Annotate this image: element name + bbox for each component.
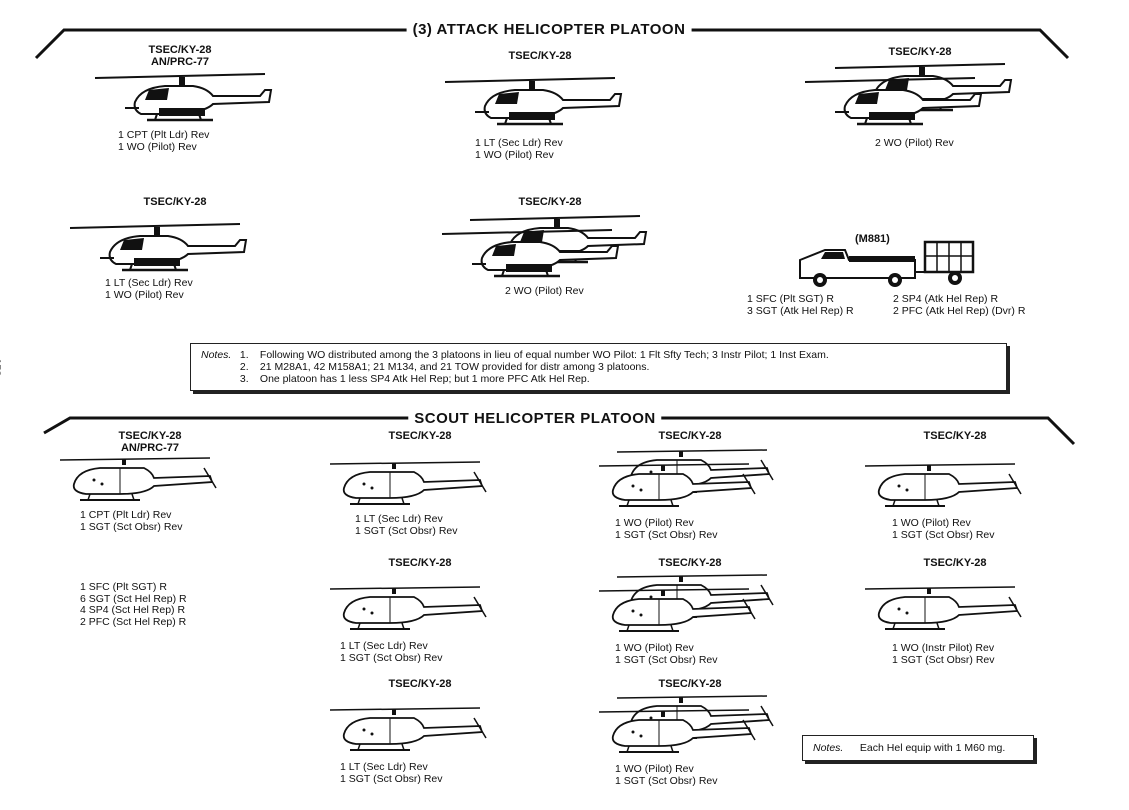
scout-helicopter-pair-icon bbox=[598, 449, 774, 507]
scout-unit-col3-2: TSEC/KY-28 1 WO (Pilot) Rev 1 SGT (Sct O… bbox=[595, 557, 805, 666]
attack-unit-4: TSEC/KY-28 1 LT (Sec Ldr) Rev 1 WO (Pilo… bbox=[60, 196, 290, 301]
attack-helicopter-icon bbox=[68, 222, 248, 272]
radio-line: TSEC/KY-28 bbox=[148, 44, 212, 56]
note-text: 21 M28A1, 42 M158A1; 21 M134, and 21 TOW… bbox=[259, 361, 650, 373]
scout-helicopter-pair-icon bbox=[598, 574, 774, 632]
radio-line: TSEC/KY-28 bbox=[658, 678, 722, 690]
attack-unit-5: TSEC/KY-28 2 WO (Pilot) Rev bbox=[430, 196, 680, 298]
crew-line: 1 SGT (Sct Obsr) Rev bbox=[615, 528, 718, 541]
crew-line: 1 WO (Pilot) Rev bbox=[615, 763, 694, 775]
radio-line: TSEC/KY-28 bbox=[923, 430, 987, 442]
radio-line: TSEC/KY-28 bbox=[118, 430, 182, 442]
truck-crew-left: 1 SFC (Plt SGT) R 3 SGT (Atk Hel Rep) R bbox=[747, 293, 854, 317]
notes-heading: Notes. bbox=[813, 742, 844, 754]
radio-line: TSEC/KY-28 bbox=[388, 557, 452, 569]
scout-unit-col4-1: TSEC/KY-28 1 WO (Pilot) Rev 1 SGT (Sct O… bbox=[860, 430, 1060, 541]
crew-line: 1 WO (Pilot) Rev bbox=[118, 140, 197, 153]
crew-line: 1 LT (Sec Ldr) Rev bbox=[340, 761, 428, 773]
note-text: One platoon has 1 less SP4 Atk Hel Rep; … bbox=[259, 373, 590, 385]
radio-line: AN/PRC-77 bbox=[120, 442, 180, 454]
crew-line: 1 SGT (Sct Obsr) Rev bbox=[892, 528, 995, 541]
radio-line: TSEC/KY-28 bbox=[508, 50, 572, 62]
scout-helicopter-icon bbox=[59, 457, 217, 501]
truck-with-trailer-icon bbox=[799, 240, 975, 287]
scout-helicopter-icon bbox=[329, 461, 487, 505]
truck-label: (M881) bbox=[855, 233, 890, 245]
attack-helicopter-icon bbox=[93, 72, 273, 122]
radio-line: TSEC/KY-28 bbox=[658, 557, 722, 569]
crew-line: 1 LT (Sec Ldr) Rev bbox=[355, 513, 443, 525]
scout-helicopter-icon bbox=[329, 586, 487, 630]
page-number: 158 bbox=[0, 358, 2, 377]
scout-helicopter-icon bbox=[864, 586, 1022, 630]
crew-line: 2 WO (Pilot) Rev bbox=[875, 137, 954, 149]
crew-line: 1 WO (Pilot) Rev bbox=[615, 642, 694, 654]
radio-line: TSEC/KY-28 bbox=[518, 196, 582, 208]
attack-unit-2: TSEC/KY-28 1 LT (Sec Ldr) Rev 1 WO (Pilo… bbox=[440, 50, 650, 161]
crew-line: 1 LT (Sec Ldr) Rev bbox=[105, 277, 193, 289]
crew-line: 2 WO (Pilot) Rev bbox=[505, 285, 584, 297]
radio-line: TSEC/KY-28 bbox=[658, 430, 722, 442]
crew-line: 1 SGT (Sct Obsr) Rev bbox=[340, 772, 443, 785]
attack-notes-box: Notes. 1. Following WO distributed among … bbox=[190, 343, 1007, 391]
radio-line: TSEC/KY-28 bbox=[388, 678, 452, 690]
scout-unit-col1: TSEC/KY-28 AN/PRC-77 1 CPT (Plt Ldr) Rev… bbox=[59, 430, 260, 533]
radio-line: AN/PRC-77 bbox=[150, 56, 210, 68]
crew-line: 1 WO (Instr Pilot) Rev bbox=[892, 642, 995, 654]
radio-line: TSEC/KY-28 bbox=[143, 196, 207, 208]
radio-line: TSEC/KY-28 bbox=[388, 430, 452, 442]
crew-line: 2 PFC (Atk Hel Rep) (Dvr) R bbox=[893, 304, 1026, 317]
scout-notes-box: Notes. Each Hel equip with 1 M60 mg. bbox=[802, 735, 1034, 761]
crew-line: 3 SGT (Atk Hel Rep) R bbox=[747, 304, 854, 317]
truck-crew-right: 2 SP4 (Atk Hel Rep) R 2 PFC (Atk Hel Rep… bbox=[893, 293, 1026, 317]
note-text: Following WO distributed among the 3 pla… bbox=[259, 349, 829, 361]
support-line: 1 SFC (Plt SGT) R bbox=[80, 581, 167, 593]
crew-line: 1 SFC (Plt SGT) R bbox=[747, 293, 834, 305]
scout-platoon-title: SCOUT HELICOPTER PLATOON bbox=[408, 410, 662, 427]
scout-support-list: 1 SFC (Plt SGT) R 6 SGT (Sct Hel Rep) R … bbox=[80, 581, 187, 628]
notes-heading: Notes. bbox=[201, 349, 232, 361]
support-line: 2 PFC (Sct Hel Rep) R bbox=[80, 615, 187, 628]
crew-line: 1 WO (Pilot) Rev bbox=[475, 148, 554, 161]
attack-unit-1: TSEC/KY-28 AN/PRC-77 1 CPT (Plt Ldr) Rev… bbox=[90, 44, 290, 153]
crew-line: 1 SGT (Sct Obsr) Rev bbox=[80, 520, 183, 533]
scout-unit-col2-1: TSEC/KY-28 1 LT (Sec Ldr) Rev 1 SGT (Sct… bbox=[325, 430, 525, 537]
crew-line: 1 SGT (Sct Obsr) Rev bbox=[615, 653, 718, 666]
crew-line: 1 SGT (Sct Obsr) Rev bbox=[892, 653, 995, 666]
support-line: 4 SP4 (Sct Hel Rep) R bbox=[80, 604, 186, 616]
scout-unit-col2-2: TSEC/KY-28 1 LT (Sec Ldr) Rev 1 SGT (Sct… bbox=[325, 557, 525, 664]
note-text: Each Hel equip with 1 M60 mg. bbox=[859, 742, 1006, 754]
crew-line: 2 SP4 (Atk Hel Rep) R bbox=[893, 293, 999, 305]
attack-helicopter-pair-icon bbox=[440, 214, 648, 278]
crew-line: 1 LT (Sec Ldr) Rev bbox=[340, 640, 428, 652]
scout-helicopter-icon bbox=[329, 707, 487, 751]
scout-helicopter-icon bbox=[864, 463, 1022, 507]
note-number: 2. bbox=[239, 361, 249, 373]
crew-line: 1 SGT (Sct Obsr) Rev bbox=[355, 524, 458, 537]
crew-line: 1 CPT (Plt Ldr) Rev bbox=[118, 129, 210, 141]
scout-helicopter-pair-icon bbox=[598, 695, 774, 753]
crew-line: 1 SGT (Sct Obsr) Rev bbox=[340, 651, 443, 664]
crew-line: 1 SGT (Sct Obsr) Rev bbox=[615, 774, 718, 787]
note-number: 1. bbox=[239, 349, 249, 361]
scout-unit-col4-2: TSEC/KY-28 1 WO (Instr Pilot) Rev 1 SGT … bbox=[860, 557, 1060, 666]
scout-unit-col3-1: TSEC/KY-28 1 WO (Pilot) Rev 1 SGT (Sct O… bbox=[595, 430, 805, 541]
scout-unit-col2-3: TSEC/KY-28 1 LT (Sec Ldr) Rev 1 SGT (Sct… bbox=[325, 678, 525, 785]
crew-line: 1 WO (Pilot) Rev bbox=[892, 517, 971, 529]
truck-unit: (M881) bbox=[745, 228, 985, 295]
radio-line: TSEC/KY-28 bbox=[888, 46, 952, 58]
note-number: 3. bbox=[239, 373, 249, 385]
attack-unit-3: TSEC/KY-28 2 WO (Pilot) Rev bbox=[795, 46, 1055, 150]
radio-line: TSEC/KY-28 bbox=[923, 557, 987, 569]
crew-line: 1 WO (Pilot) Rev bbox=[105, 288, 184, 301]
attack-helicopter-icon bbox=[443, 76, 623, 126]
attack-helicopter-pair-icon bbox=[803, 62, 1013, 126]
crew-line: 1 CPT (Plt Ldr) Rev bbox=[80, 509, 172, 521]
support-line: 6 SGT (Sct Hel Rep) R bbox=[80, 592, 187, 605]
crew-line: 1 WO (Pilot) Rev bbox=[615, 517, 694, 529]
attack-platoon-title: (3) ATTACK HELICOPTER PLATOON bbox=[406, 21, 692, 38]
scout-unit-col3-3: TSEC/KY-28 1 WO (Pilot) Rev 1 SGT (Sct O… bbox=[595, 678, 805, 787]
crew-line: 1 LT (Sec Ldr) Rev bbox=[475, 137, 563, 149]
